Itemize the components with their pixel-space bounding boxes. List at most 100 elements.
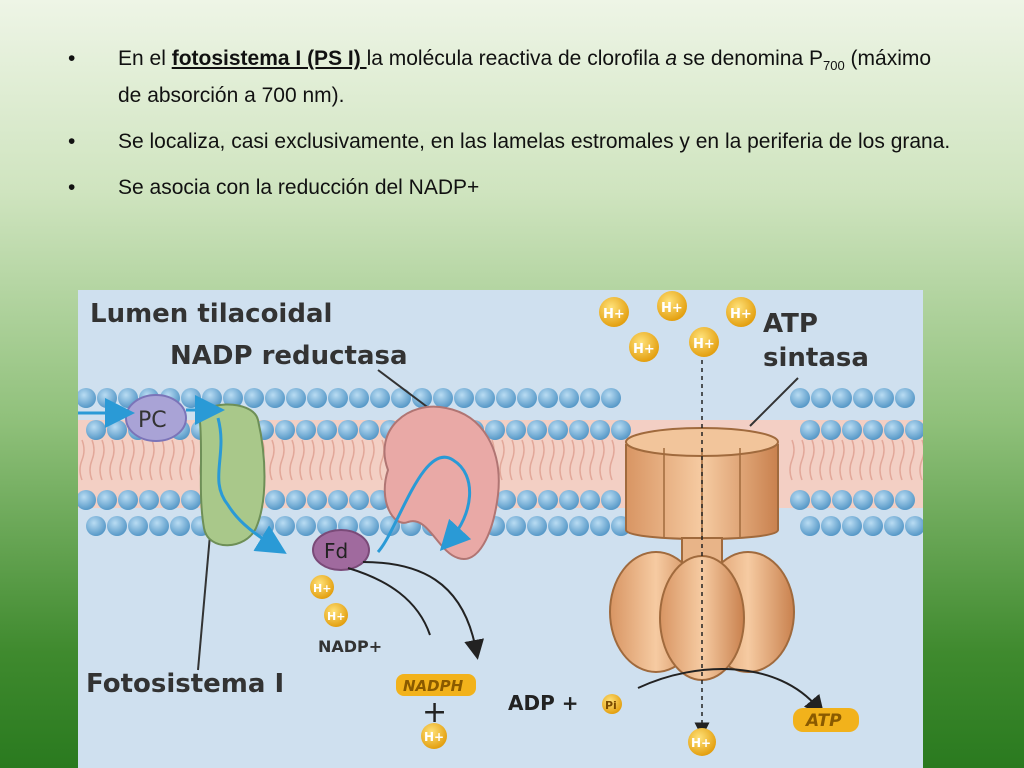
label-adp-plus: ADP + (508, 691, 578, 715)
arrow-to-atp (637, 668, 825, 716)
lipid-head (454, 388, 474, 408)
svg-text:H+: H+ (693, 337, 715, 352)
lipid-head (412, 388, 432, 408)
lipid-tail (809, 439, 815, 481)
lipid-tail (579, 439, 585, 481)
label-fd: Fd (324, 539, 348, 563)
lipid-tail (299, 439, 305, 481)
lipid-tail (329, 439, 335, 481)
lipid-head (569, 516, 589, 536)
fd-carrier (312, 529, 370, 571)
lipid-tail (899, 439, 905, 481)
psi-electron-path (216, 417, 287, 554)
bullet-2: • Se localiza, casi exclusivamente, en l… (60, 127, 960, 157)
lipid-head (895, 490, 915, 510)
lipid-tail (889, 439, 895, 481)
bullet-2-text: Se localiza, casi exclusivamente, en las… (118, 130, 951, 154)
lipid-head (86, 420, 106, 440)
lipid-head (265, 388, 285, 408)
lipid-head (601, 388, 621, 408)
lipid-head (149, 516, 169, 536)
lipid-head (296, 516, 316, 536)
lipid-tail (789, 439, 795, 481)
lipid-tail (369, 439, 375, 481)
lipid-head (307, 490, 327, 510)
lipid-tail (499, 439, 505, 481)
lipid-head (78, 388, 96, 408)
lipid-tail (89, 439, 95, 481)
lipid-head (811, 388, 831, 408)
lipid-tail (869, 439, 875, 481)
lipid-tail (99, 439, 105, 481)
lipid-head (548, 516, 568, 536)
lipid-head (538, 388, 558, 408)
lipid-head (496, 388, 516, 408)
svg-text:H+: H+ (603, 307, 625, 322)
bullet-dot: • (68, 176, 76, 200)
lipid-tail (879, 439, 885, 481)
label-nadp-reductasa: NADP reductasa (170, 341, 408, 371)
lipid-tail (849, 439, 855, 481)
lipid-head (496, 490, 516, 510)
lipid-tail (379, 439, 385, 481)
lipid-head (181, 490, 201, 510)
lipid-head (265, 490, 285, 510)
lipid-head (832, 388, 852, 408)
lipid-tail (179, 439, 185, 481)
proton: H+ (688, 728, 716, 756)
lipid-head (559, 388, 579, 408)
lipid-tail (339, 439, 345, 481)
lipid-head (895, 388, 915, 408)
lipid-tail (129, 439, 135, 481)
lipid-head (475, 388, 495, 408)
lipid-head (391, 388, 411, 408)
proton-group: H+ H+ H+ H+ H+ H+ H+ H+ H+ (310, 291, 756, 756)
lipid-tail (319, 439, 325, 481)
label-pi: Pi (605, 699, 617, 712)
atp-badge (793, 708, 859, 732)
lipid-tail (169, 439, 175, 481)
lipid-head (485, 420, 505, 440)
lipid-head (559, 490, 579, 510)
lipid-head (433, 388, 453, 408)
lipid-tail (79, 439, 85, 481)
lipid-head (181, 388, 201, 408)
lipid-tail (819, 439, 825, 481)
lipid-head (107, 420, 127, 440)
lipid-head (78, 490, 96, 510)
lipid-head (338, 420, 358, 440)
lipid-head (506, 516, 526, 536)
arrow-to-nadph (362, 561, 484, 660)
label-nadph: NADPH (403, 677, 464, 695)
lipid-tail (349, 439, 355, 481)
photosystem-i (198, 403, 266, 547)
bullet-list: • En el fotosistema I (PS I) la molécula… (60, 44, 960, 219)
bullet-3-text: Se asocia con la reducción del NADP+ (118, 176, 480, 200)
lipid-head (905, 420, 923, 440)
lipid-head (590, 420, 610, 440)
lipid-tail (919, 439, 923, 481)
svg-text:H+: H+ (691, 736, 711, 750)
lipid-head (527, 516, 547, 536)
lipid-head (884, 420, 904, 440)
lipid-head (821, 420, 841, 440)
label-atp: ATP (804, 711, 842, 731)
lipid-head (569, 420, 589, 440)
lipid-head (821, 516, 841, 536)
lipid-head (107, 516, 127, 536)
lipid-head (506, 420, 526, 440)
lipid-head (590, 516, 610, 536)
lipid-head (275, 516, 295, 536)
lipid-head (286, 388, 306, 408)
bullet-1-text-b: la molécula reactiva de clorofila (366, 47, 666, 70)
lipid-head (118, 490, 138, 510)
label-atp-sintasa-1: ATP (763, 309, 818, 339)
lipid-head (296, 420, 316, 440)
lipid-tail (119, 439, 125, 481)
lipid-tail (149, 439, 155, 481)
lipid-head (853, 490, 873, 510)
nadph-badge (396, 674, 476, 696)
lipid-head (349, 388, 369, 408)
lipid-head (97, 388, 117, 408)
proton: H+ (629, 332, 659, 362)
